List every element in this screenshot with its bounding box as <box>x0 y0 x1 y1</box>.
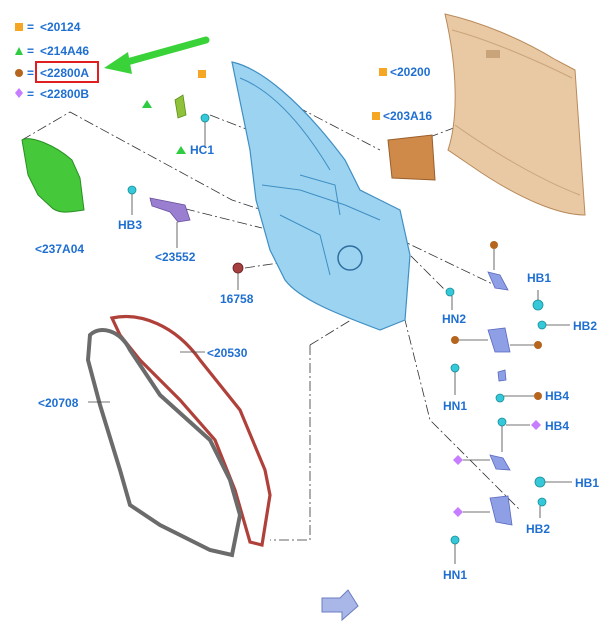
hb1-top-fastener-icon <box>532 299 544 311</box>
lower-hinge-door-part <box>489 454 511 471</box>
legend-code-2: <214A46 <box>40 44 89 58</box>
legend-circle-icon <box>15 69 23 77</box>
check-strap-part <box>149 197 191 223</box>
hb3-fastener-icon <box>127 185 137 195</box>
label-hn1-bottom: HN1 <box>443 568 467 582</box>
label-23552: <23552 <box>155 250 196 264</box>
upper-hinge-body-part <box>487 327 511 353</box>
legend-triangle-icon <box>15 47 23 55</box>
legend-code-4: <22800B <box>40 87 89 101</box>
label-16758: 16758 <box>220 292 254 306</box>
label-203a16: <203A16 <box>383 109 432 123</box>
marker-diamond-hb4 <box>531 420 541 430</box>
label-20530: <20530 <box>207 346 248 360</box>
hb2-top-fastener-icon <box>537 320 547 330</box>
lower-hinge-body-part <box>489 495 513 526</box>
legend: = <20124 = <214A46 = <22800A = <22800B <box>15 20 210 101</box>
label-hn1-top: HN1 <box>443 399 467 413</box>
hc1-fastener-icon <box>200 113 210 123</box>
legend-code-1: <20124 <box>40 20 81 34</box>
hb1-bottom-fastener-icon <box>534 476 546 488</box>
marker-circle-hinge-right <box>534 341 542 349</box>
hb4-b-fastener-icon <box>497 417 507 427</box>
speaker-opening-icon <box>337 245 363 271</box>
label-hb2-bottom: HB2 <box>526 522 550 536</box>
door-inner-frame <box>231 61 411 331</box>
label-hb1-top: HB1 <box>527 271 551 285</box>
label-hb4-a: HB4 <box>545 389 569 403</box>
legend-square-icon <box>15 23 23 31</box>
legend-code-3: <22800A <box>40 66 89 80</box>
label-hb2-top: HB2 <box>573 319 597 333</box>
marker-diamond-lower-body <box>453 507 463 517</box>
marker-square-203a16 <box>372 112 380 120</box>
outer-door-panel <box>444 13 586 216</box>
hinge-pin-part <box>497 369 507 382</box>
hn2-fastener-icon <box>445 287 455 297</box>
highlight-arrow-icon <box>104 36 210 74</box>
upper-hinge-door-part <box>487 271 509 291</box>
seal-inner-part <box>109 315 272 547</box>
label-20200: <20200 <box>390 65 431 79</box>
legend-sep-2: = <box>27 44 34 58</box>
label-hb4-b: HB4 <box>545 419 569 433</box>
highlight-box <box>35 61 99 83</box>
label-hb3: HB3 <box>118 218 142 232</box>
arrow-down-right-icon[interactable] <box>321 589 359 622</box>
marker-circle-upper <box>490 241 498 249</box>
legend-sep-4: = <box>27 87 34 101</box>
legend-diamond-icon <box>15 88 23 98</box>
label-20708: <20708 <box>38 396 79 410</box>
legend-sep-3: = <box>27 66 34 80</box>
legend-sep-1: = <box>27 20 34 34</box>
hb4-a-fastener-icon <box>495 393 505 403</box>
bumper-part-icon <box>232 262 244 274</box>
marker-diamond-lower <box>453 455 463 465</box>
label-hn2: HN2 <box>442 312 466 326</box>
marker-triangle-hc1 <box>176 146 186 154</box>
door-handle-recess-icon <box>486 50 500 58</box>
label-237a04: <237A04 <box>35 242 84 256</box>
trim-panel-part <box>387 134 436 181</box>
marker-circle-hinge <box>451 336 459 344</box>
label-hc1: HC1 <box>190 143 214 157</box>
marker-square-20200 <box>379 68 387 76</box>
water-shield-part <box>21 138 85 213</box>
clip-part <box>174 94 187 119</box>
label-hb1-bottom: HB1 <box>575 476 599 490</box>
marker-triangle-clip <box>142 100 152 108</box>
seal-outer-part <box>85 328 243 558</box>
marker-square-frame <box>198 70 206 78</box>
hb2-bottom-fastener-icon <box>537 497 547 507</box>
hn1-top-fastener-icon <box>450 363 460 373</box>
marker-circle-hb4 <box>534 392 542 400</box>
hn1-bottom-fastener-icon <box>450 535 460 545</box>
